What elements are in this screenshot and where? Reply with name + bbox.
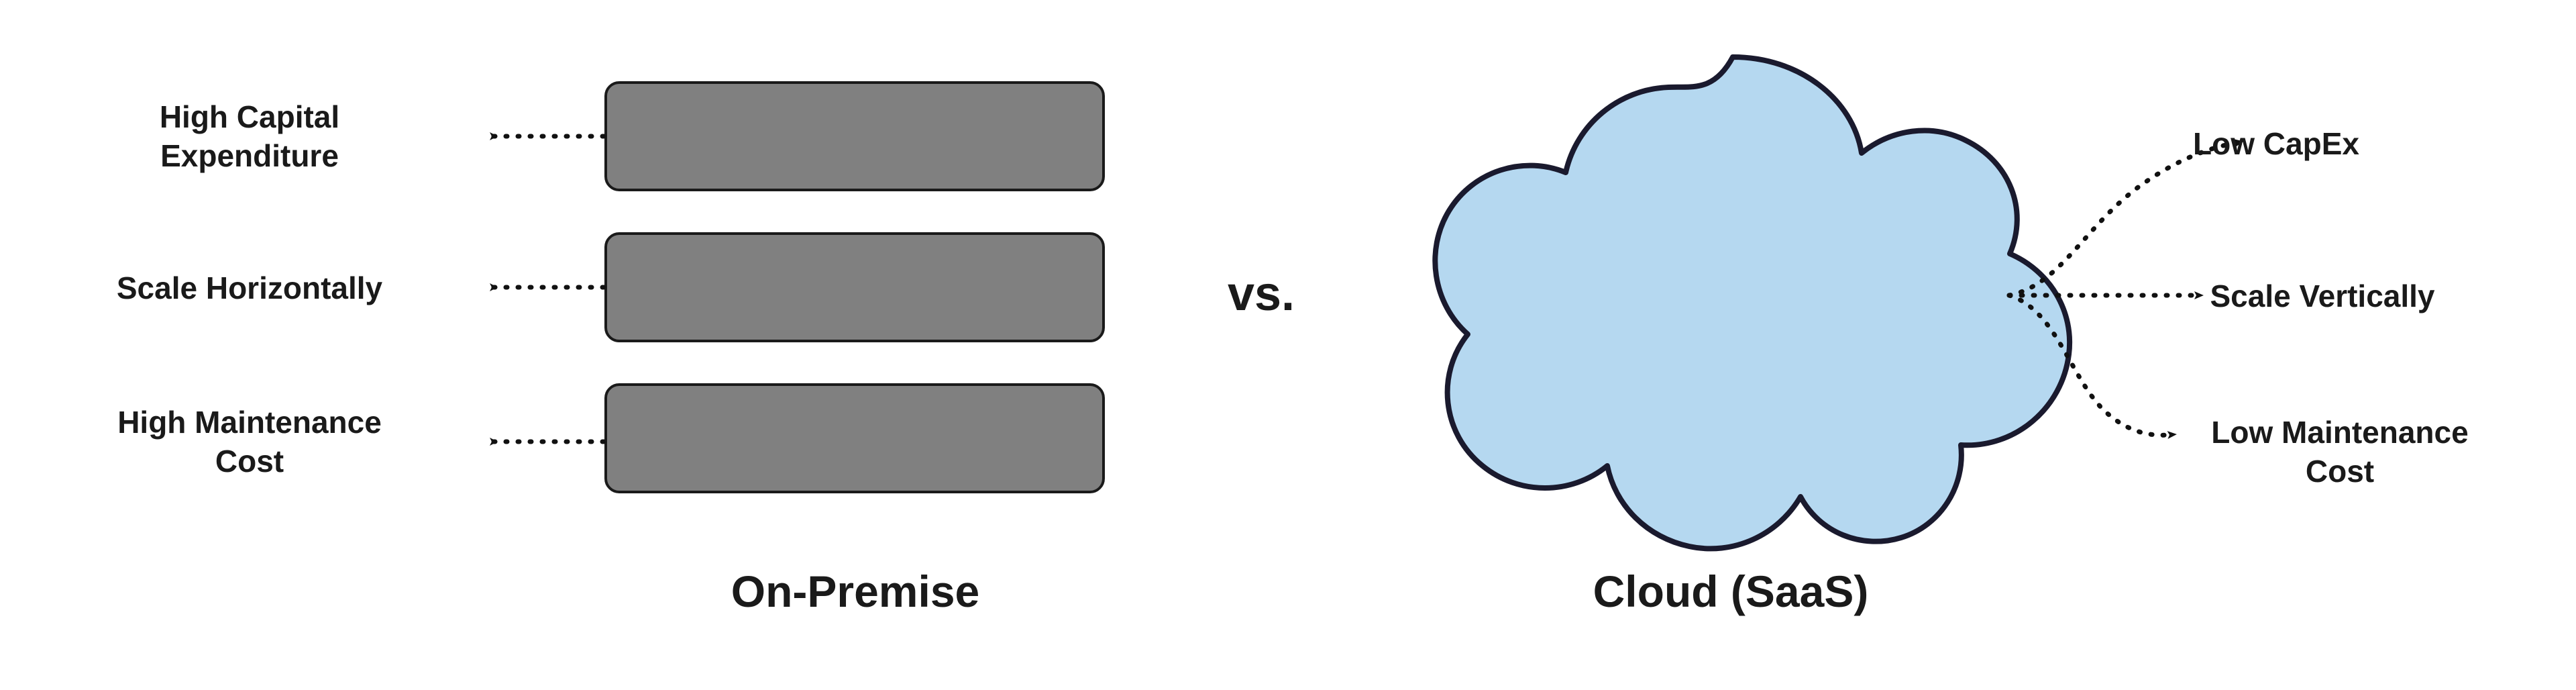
server-box-3[interactable]	[604, 383, 1105, 493]
connector-low-maintenance-cost	[2006, 293, 2177, 440]
label-high-maintenance-cost-line1: High Maintenance	[117, 405, 382, 440]
server-box-2[interactable]	[604, 232, 1105, 342]
label-low-maintenance-cost-line1: Low Maintenance	[2211, 415, 2468, 450]
label-high-maintenance-cost-line2: Cost	[215, 444, 284, 479]
cloud-shape[interactable]	[1432, 54, 2073, 552]
label-high-capital-expenditure-line2: Expenditure	[160, 138, 339, 173]
server-box-1[interactable]	[604, 81, 1105, 191]
label-scale-vertically: Scale Vertically	[2210, 279, 2434, 313]
label-low-maintenance-cost-line2: Cost	[2306, 454, 2374, 489]
label-scale-horizontally: Scale Horizontally	[117, 270, 383, 305]
cloud-title: Cloud (SaaS)	[1593, 566, 1869, 616]
on-premise-title: On-Premise	[731, 566, 979, 616]
label-low-capex: Low CapEx	[2193, 126, 2359, 161]
connector-low-capex	[2006, 139, 2244, 298]
cloud-group: Low CapEx Scale Vertically Low Maintenan…	[1432, 54, 2469, 616]
versus-label: vs.	[1228, 267, 1295, 321]
on-premise-group: High Capital Expenditure Scale Horizonta…	[117, 81, 1105, 616]
label-high-capital-expenditure-line1: High Capital	[160, 99, 339, 134]
